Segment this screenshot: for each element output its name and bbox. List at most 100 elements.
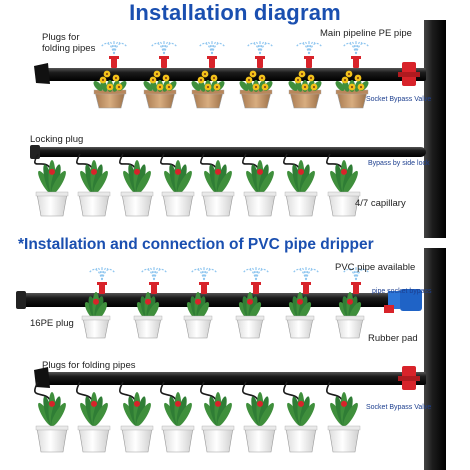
flower-pot — [336, 91, 368, 109]
leafy-plant — [338, 292, 362, 321]
capillary-tube — [200, 153, 217, 169]
flower-pot — [121, 427, 153, 453]
section-subtitle: *Installation and connection of PVC pipe… — [18, 236, 374, 253]
red-dripper-icon — [199, 282, 209, 294]
flower-pot — [336, 317, 364, 339]
red-dripper-icon — [304, 56, 314, 68]
locking-plug-icon — [30, 145, 40, 159]
flower-plant — [93, 70, 127, 92]
label-plugs-folding-top: Plugs for folding pipes — [42, 32, 96, 54]
flower-pot — [202, 193, 234, 217]
capillary-tube — [326, 153, 343, 169]
flower-pot — [78, 193, 110, 217]
folding-plug-icon — [34, 63, 50, 84]
flower-pot — [236, 317, 264, 339]
flower-pot — [192, 91, 224, 109]
vertical-main-pipe-bottom — [424, 248, 446, 470]
leafy-plant — [123, 160, 151, 195]
leafy-plant — [38, 392, 66, 427]
rubber-pad-icon — [384, 305, 394, 313]
red-dripper-icon — [251, 282, 261, 294]
leafy-plant — [238, 292, 262, 321]
flower-pot — [285, 427, 317, 453]
flower-pot — [184, 317, 212, 339]
flower-pot — [94, 91, 126, 109]
red-dripper-icon — [351, 56, 361, 68]
leafy-plant — [80, 160, 108, 195]
red-dripper-icon — [97, 282, 107, 294]
flower-pot — [244, 427, 276, 453]
flower-pot — [162, 427, 194, 453]
flower-pot — [162, 193, 194, 217]
leafy-plant — [288, 292, 312, 321]
spray-nozzle-icon — [293, 267, 319, 281]
diagram-title: Installation diagram — [129, 0, 341, 25]
red-dripper-icon — [301, 282, 311, 294]
capillary-tube — [34, 153, 51, 169]
flower-pot — [36, 193, 68, 217]
leafy-plant — [164, 160, 192, 195]
flower-pot — [134, 317, 162, 339]
leafy-plant — [136, 292, 160, 321]
flower-plant — [143, 70, 177, 92]
leafy-plant — [330, 392, 358, 427]
leafy-plant — [330, 160, 358, 195]
capillary-tube — [326, 381, 343, 401]
vertical-main-pipe-top — [424, 20, 446, 238]
capillary-tube — [283, 381, 300, 401]
leafy-plant — [287, 392, 315, 427]
leafy-plant — [287, 160, 315, 195]
label-pipe-socket-bypass: pipe socket bypass — [372, 288, 432, 295]
red-dripper-icon — [149, 282, 159, 294]
flower-plant — [191, 70, 225, 92]
spray-nozzle-icon — [151, 41, 177, 55]
leafy-plant — [186, 292, 210, 321]
flower-pot — [121, 193, 153, 217]
spray-nozzle-icon — [101, 41, 127, 55]
spray-nozzle-icon — [296, 41, 322, 55]
leafy-plant — [84, 292, 108, 321]
capillary-tube — [76, 381, 93, 401]
leafy-plant — [123, 392, 151, 427]
flower-pot — [36, 427, 68, 453]
capillary-tube — [119, 381, 136, 401]
blue-connector-icon — [400, 289, 422, 311]
flower-pot — [244, 193, 276, 217]
capillary-tube — [283, 153, 300, 169]
red-dripper-icon — [159, 56, 169, 68]
capillary-tube — [242, 153, 259, 169]
leafy-plant — [204, 392, 232, 427]
leafy-plant — [80, 392, 108, 427]
red-dripper-icon — [351, 282, 361, 294]
row3-plants — [81, 267, 369, 339]
spray-nozzle-icon — [141, 267, 167, 281]
capillary-tube — [76, 153, 93, 169]
flower-plant — [288, 70, 322, 92]
flower-pot — [240, 91, 272, 109]
leafy-plant — [246, 392, 274, 427]
flower-pot — [144, 91, 176, 109]
capillary-tube — [160, 381, 177, 401]
spray-nozzle-icon — [89, 267, 115, 281]
label-locking-plug: Locking plug — [30, 134, 84, 145]
spray-nozzle-icon — [247, 41, 273, 55]
16pe-plug-icon — [16, 291, 26, 309]
label-pvc-pipe: PVC pipe available — [335, 262, 416, 273]
label-rubber-pad: Rubber pad — [368, 333, 418, 344]
spray-nozzle-icon — [191, 267, 217, 281]
row3-pipe — [16, 289, 422, 313]
capillary-tube — [34, 381, 51, 401]
capillary-tube — [242, 381, 259, 401]
flower-pot — [82, 317, 110, 339]
flower-pot — [78, 427, 110, 453]
leafy-plant — [164, 392, 192, 427]
flower-plant — [239, 70, 273, 92]
red-dripper-icon — [255, 56, 265, 68]
flower-pot — [289, 91, 321, 109]
flower-pot — [285, 193, 317, 217]
red-bypass-valve-icon-bottom — [398, 366, 420, 390]
flower-plant — [335, 70, 369, 92]
row2-pipe — [30, 145, 426, 159]
label-capillary: 4/7 capillary — [355, 198, 406, 209]
